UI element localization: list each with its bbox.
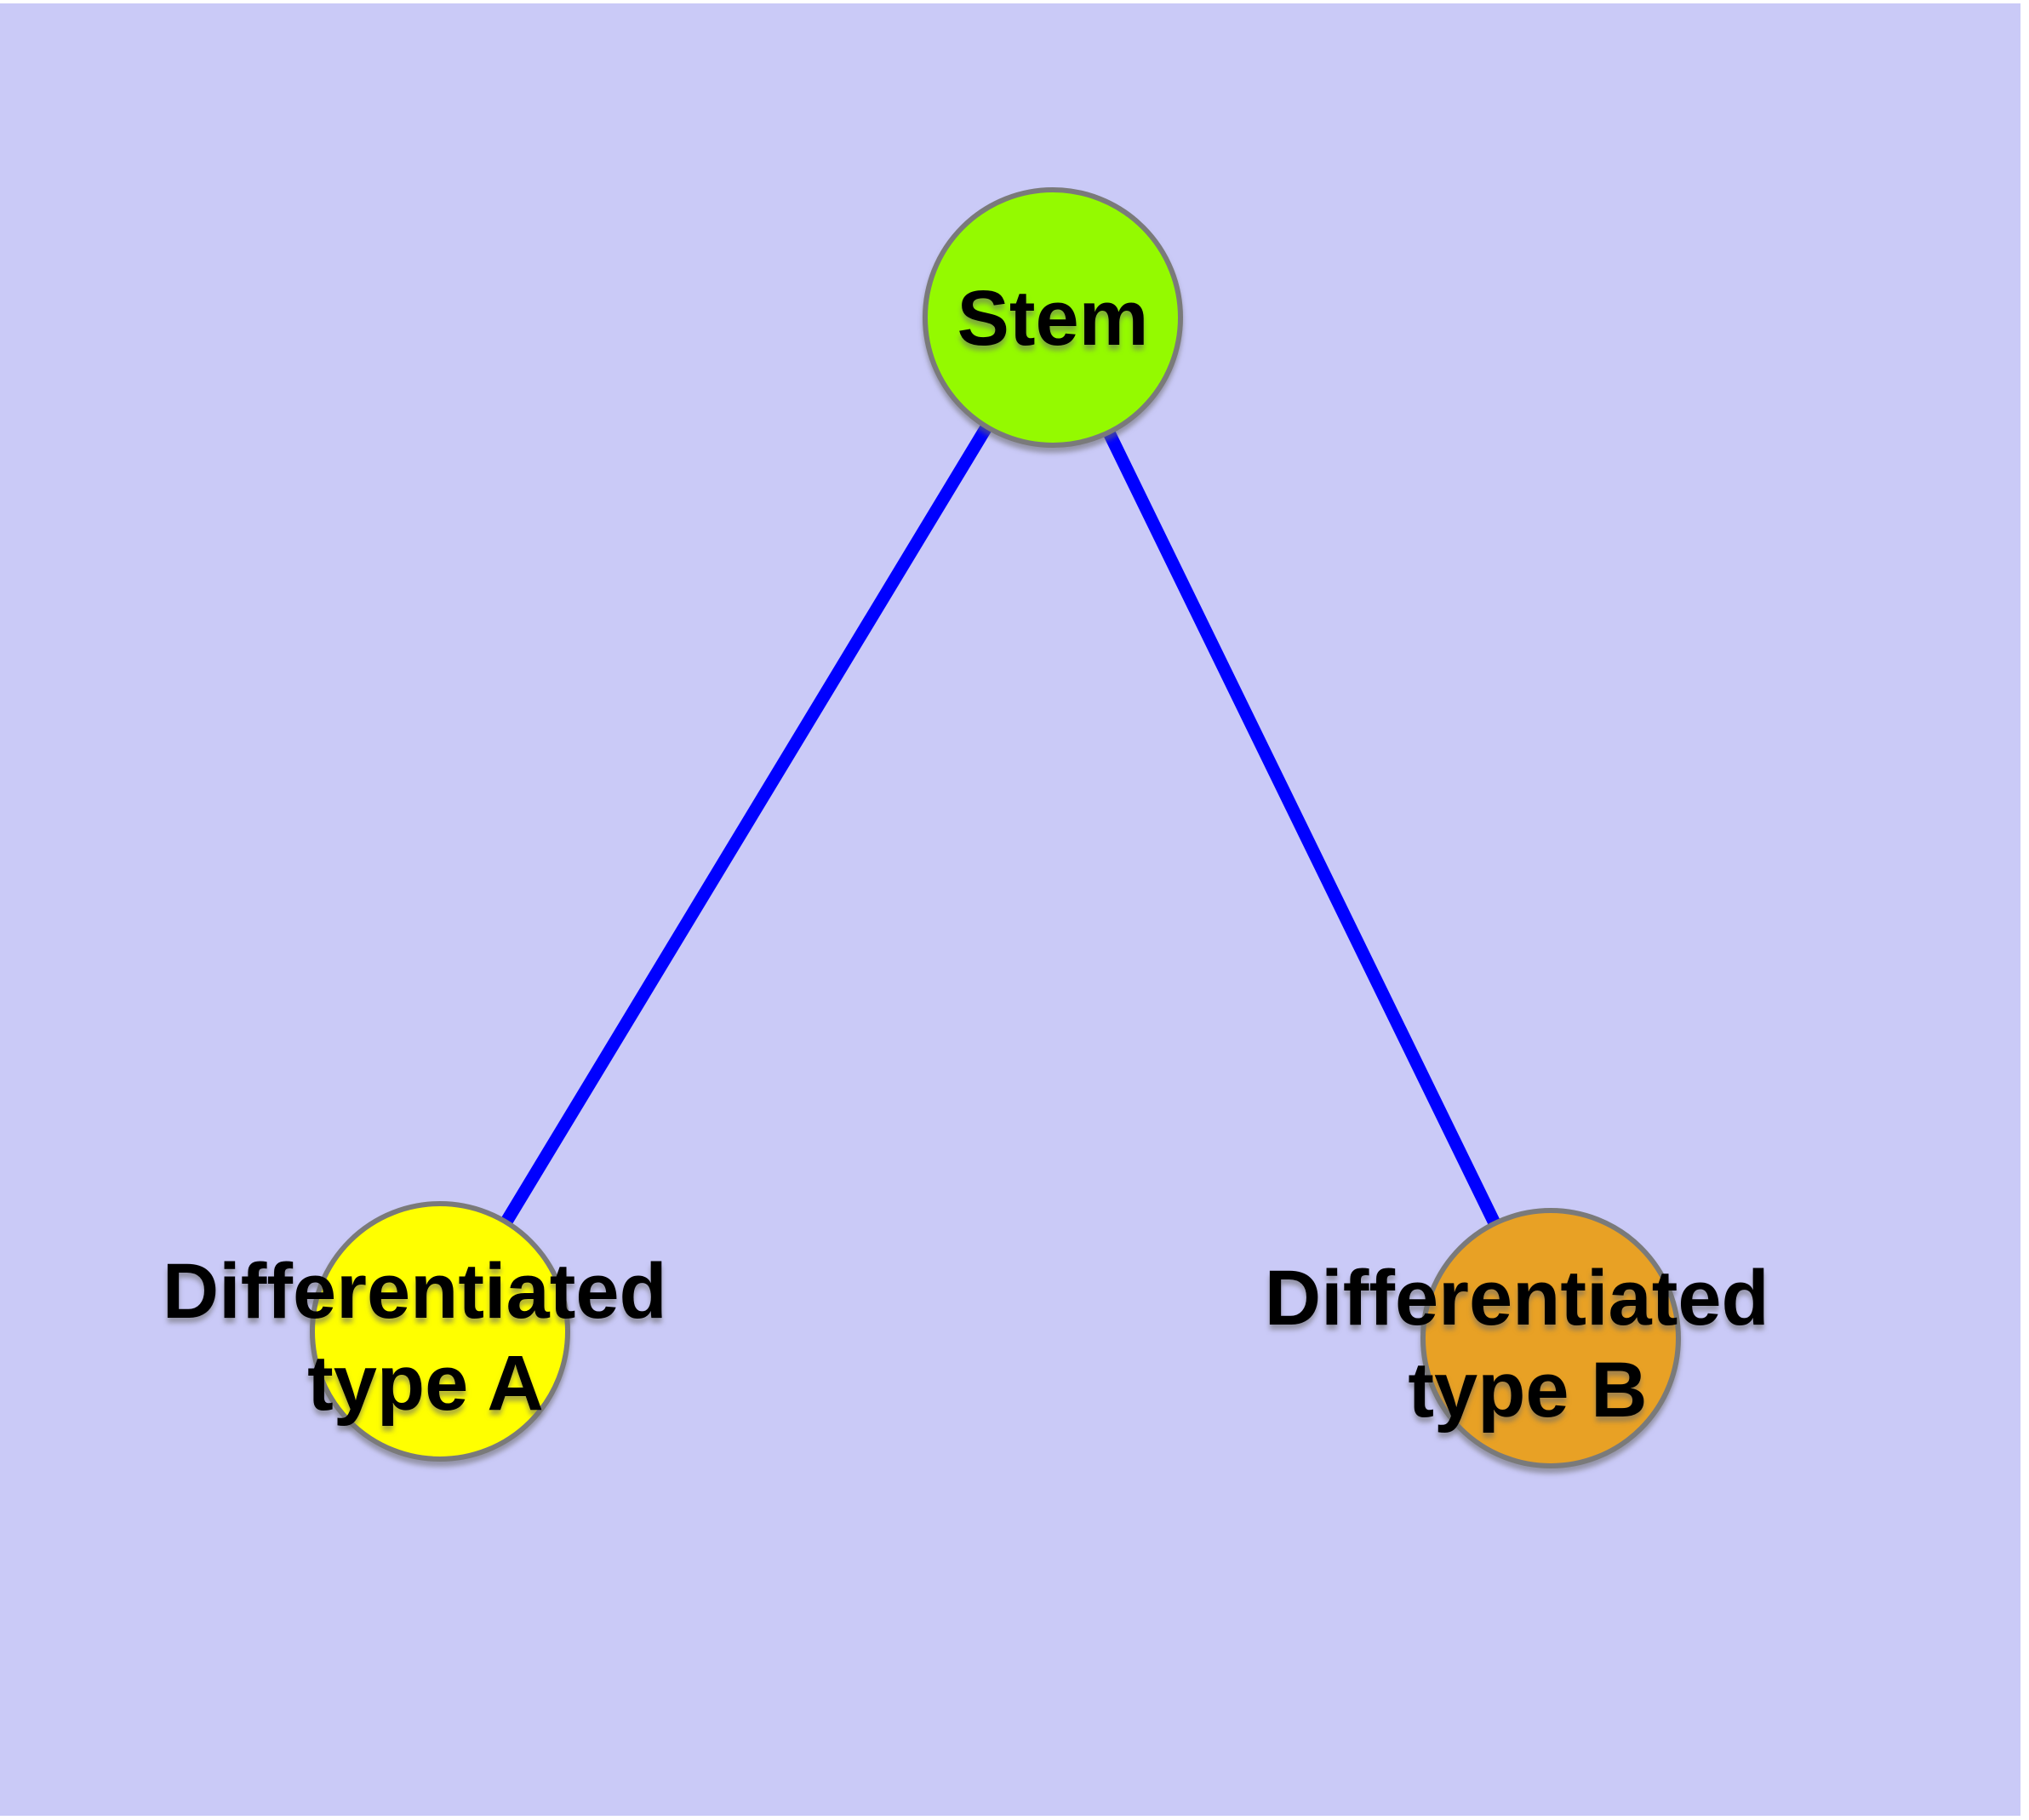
edge-stem-to-type-b-line (1047, 314, 1557, 1342)
type-b-label-line2: type B (1408, 1347, 1647, 1434)
type-b-label-line1: Differentiated (1265, 1255, 1769, 1342)
type-b-node-label: Differentiated type B (1265, 1255, 1792, 1434)
edge-stem-to-type-a-line (434, 314, 1059, 1335)
type-a-node-label: Differentiated type A (163, 1248, 689, 1427)
stem-node (923, 187, 1183, 448)
type-a-label-line1: Differentiated (163, 1248, 667, 1335)
type-a-node (310, 1201, 570, 1462)
stem-node-label: Stem (957, 275, 1149, 362)
type-a-label-line2: type A (307, 1340, 544, 1427)
type-b-node (1420, 1208, 1681, 1468)
